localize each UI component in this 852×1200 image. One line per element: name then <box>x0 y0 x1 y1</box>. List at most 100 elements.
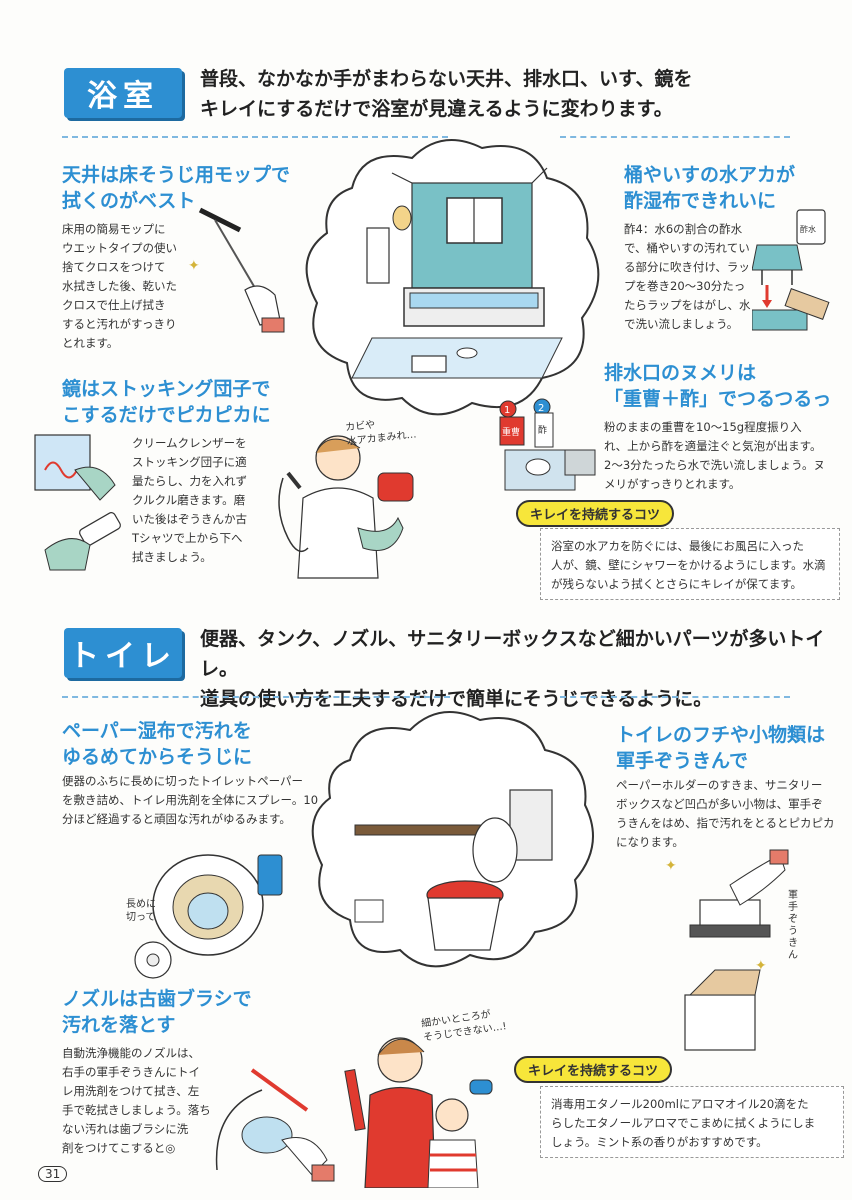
body-line: 水拭きした後、乾いた <box>62 279 177 293</box>
heading-line: 拭くのがベスト <box>62 190 196 212</box>
keep-line: しょう。ミント系の香りがおすすめです。 <box>551 1135 768 1149</box>
person-shower-illustration <box>278 435 414 579</box>
body-line: プを巻き20〜30分たっ <box>624 279 746 293</box>
toilet-intro-line: 道具の使い方を工夫するだけで簡単にそうじできるように。 <box>200 688 713 710</box>
tip-stool-body: 酢4：水6の割合の酢水 で、桶やいすの汚れてい る部分に吹き付け、ラッ プを巻き… <box>624 220 754 334</box>
heading-line: ノズルは古歯ブラシで <box>62 988 252 1010</box>
body-line: 自動洗浄機能のノズルは、 <box>62 1046 200 1060</box>
sanitary-box <box>354 899 384 923</box>
mop-illustration: ✦ <box>188 207 285 333</box>
tip-gunte-body: ペーパーホルダーのすきま、サニタリー ボックスなど凹凸が多い小物は、軍手ぞ うき… <box>616 776 846 852</box>
body-line: いた後はぞうきんか古 <box>132 512 247 526</box>
bath-intro-line: 普段、なかなか手がまわらない天井、排水口、いす、鏡を <box>200 68 693 90</box>
body-line: る部分に吹き付け、ラッ <box>624 260 750 274</box>
note-line: 長めに <box>126 899 156 910</box>
bath-section-badge: 浴室 <box>64 68 182 118</box>
drain <box>456 347 478 359</box>
toilet-shelf <box>354 824 496 836</box>
heading-line: 汚れを落とす <box>62 1014 176 1036</box>
tip-gunte-heading: トイレのフチや小物類は 軍手ぞうきんで <box>616 722 836 774</box>
bath-keep-box: 浴室の水アカを防ぐには、最後にお風呂に入った 人が、鏡、壁にシャワーをかけるよう… <box>540 528 840 600</box>
bath-intro: 普段、なかなか手がまわらない天井、排水口、いす、鏡を キレイにするだけで浴室が見… <box>200 64 800 124</box>
body-line: 手で乾拭きしましょう。落ち <box>62 1103 211 1117</box>
body-line: ペーパーホルダーのすきま、サニタリー <box>616 778 823 792</box>
tip-mirror-heading: 鏡はストッキング団子で こするだけでピカピカに <box>62 376 322 428</box>
bath-intro-line: キレイにするだけで浴室が見違えるように変わります。 <box>200 98 673 120</box>
body-line: 粉のままの重曹を10〜15g程度振り入 <box>604 420 802 434</box>
drain-illustration: 1 重曹 2 酢 <box>499 398 596 491</box>
body-line: 剤をつけてこすると◎ <box>62 1141 176 1155</box>
body-line: 拭きましょう。 <box>132 550 212 564</box>
body-line: クロスで仕上げ拭き <box>62 298 166 312</box>
toothbrush-nozzle-illustration <box>215 1068 335 1182</box>
body-line: 酢4：水6の割合の酢水 <box>624 222 743 236</box>
tip-ceiling-heading: 天井は床そうじ用モップで 拭くのがベスト <box>62 162 292 214</box>
tip-paper-body: 便器のふちに長めに切ったトイレットペーパー を敷き詰め、トイレ用洗剤を全体にスプ… <box>62 772 322 829</box>
keep-line: 人が、鏡、壁にシャワーをかけるようにします。水滴 <box>551 558 826 572</box>
toilet-intro: 便器、タンク、ノズル、サニタリーボックスなど細かいパーツが多いトイレ。 道具の使… <box>200 624 840 714</box>
note-long-cut: 長めに 切って <box>126 898 156 924</box>
bath-mirror <box>366 227 390 284</box>
heading-line: 桶やいすの水アカが <box>624 164 796 186</box>
mirror-cleaning-illustration <box>34 434 121 571</box>
toilet-intro-line: 便器、タンク、ノズル、サニタリーボックスなど細かいパーツが多いトイレ。 <box>200 628 825 680</box>
svg-text:✦: ✦ <box>188 258 200 274</box>
body-line: クルクル磨きます。磨 <box>132 493 246 507</box>
body-line: 便器のふちに長めに切ったトイレットペーパー <box>62 774 304 788</box>
body-line: とれます。 <box>62 336 119 350</box>
toilet-keep-box: 消毒用エタノール200mlにアロマオイル20滴をた らしたエタノールアロマでこま… <box>540 1086 844 1158</box>
body-line: Tシャツで上から下へ <box>132 531 243 545</box>
body-line: れ、上から酢を適量注ぐと気泡が出ます。 <box>604 439 822 453</box>
glove-cleaning-illustration: ✦ ✦ <box>665 849 789 1051</box>
keep-line: らしたエタノールアロマでこまめに拭くようにしま <box>551 1116 816 1130</box>
heading-line: 鏡はストッキング団子で <box>62 378 271 400</box>
body-line: 右手の軍手ぞうきんにトイ <box>62 1065 200 1079</box>
bathroom-cloud-illustration <box>305 139 600 416</box>
heading-line: ペーパー湿布で汚れを <box>62 720 252 742</box>
body-line: レ用洗剤をつけて拭き、左 <box>62 1084 200 1098</box>
tip-drain-body: 粉のままの重曹を10〜15g程度振り入 れ、上から酢を適量注ぐと気泡が出ます。 … <box>604 418 844 494</box>
heading-line: 排水口のヌメリは <box>604 362 757 384</box>
body-line: ボックスなど凹凸が多い小物は、軍手ぞ <box>616 797 823 811</box>
tip-stool-heading: 桶やいすの水アカが 酢湿布できれいに <box>624 162 824 214</box>
step-2-label: 2 <box>538 403 544 414</box>
tip-ceiling-body: 床用の簡易モップに ウエットタイプの使い 捨てクロスをつけて 水拭きした後、乾い… <box>62 220 192 353</box>
bath-stool <box>411 355 447 373</box>
toilet-keep-tag: キレイを持続するコツ <box>514 1056 673 1083</box>
stool-spray-illustration: 酢水 <box>752 209 830 331</box>
tip-mirror-body: クリームクレンザーを ストッキング団子に適 量たらし、力を入れず クルクル磨きま… <box>132 434 272 567</box>
baking-soda-label: 重曹 <box>502 426 520 438</box>
body-line: たらラップをはがし、水 <box>624 298 751 312</box>
keep-line: 消毒用エタノール200mlにアロマオイル20滴をた <box>551 1097 809 1111</box>
heading-line: こするだけでピカピカに <box>62 404 271 426</box>
body-line: メリがすっきりとれます。 <box>604 477 741 491</box>
heading-line: 酢湿布できれいに <box>624 190 777 212</box>
toilet-paper-spray-illustration <box>134 854 283 979</box>
page-number: 31 <box>38 1166 68 1182</box>
vinegar-label: 酢 <box>538 424 547 436</box>
tip-nozzle-body: 自動洗浄機能のノズルは、 右手の軍手ぞうきんにトイ レ用洗剤をつけて拭き、左 手… <box>62 1044 232 1158</box>
tip-drain-heading: 排水口のヌメリは 「重曹＋酢」でつるつるっ <box>604 360 834 412</box>
body-line: クリームクレンザーを <box>132 436 247 450</box>
body-line: 捨てクロスをつけて <box>62 260 166 274</box>
body-line: 量たらし、力を入れず <box>132 474 247 488</box>
body-line: 分ほど経過すると頑固な汚れがゆるみます。 <box>62 812 291 826</box>
body-line: 2〜3分たったら水で洗い流しましょう。ヌ <box>604 458 825 472</box>
body-line: になります。 <box>616 835 684 849</box>
bath-keep-tag: キレイを持続するコツ <box>516 500 675 527</box>
heading-line: 天井は床そうじ用モップで <box>62 164 291 186</box>
bath-divider <box>560 136 790 138</box>
body-line: 床用の簡易モップに <box>62 222 166 236</box>
mother-child-illustration <box>344 1037 493 1188</box>
tip-nozzle-heading: ノズルは古歯ブラシで 汚れを落とす <box>62 986 282 1038</box>
svg-text:✦: ✦ <box>665 858 677 874</box>
heading-line: 「重曹＋酢」でつるつるっ <box>604 388 832 410</box>
body-line: を敷き詰め、トイレ用洗剤を全体にスプレー。10 <box>62 793 319 807</box>
heading-line: トイレのフチや小物類は <box>616 724 826 746</box>
bath-divider <box>62 136 448 138</box>
body-line: で、桶やいすの汚れてい <box>624 241 750 255</box>
body-line: うきんをはめ、指で汚れをとるとピカピカ <box>616 816 835 830</box>
heading-line: ゆるめてからそうじに <box>62 746 253 768</box>
step-1-label: 1 <box>504 405 510 416</box>
sponge-icon <box>377 472 414 502</box>
